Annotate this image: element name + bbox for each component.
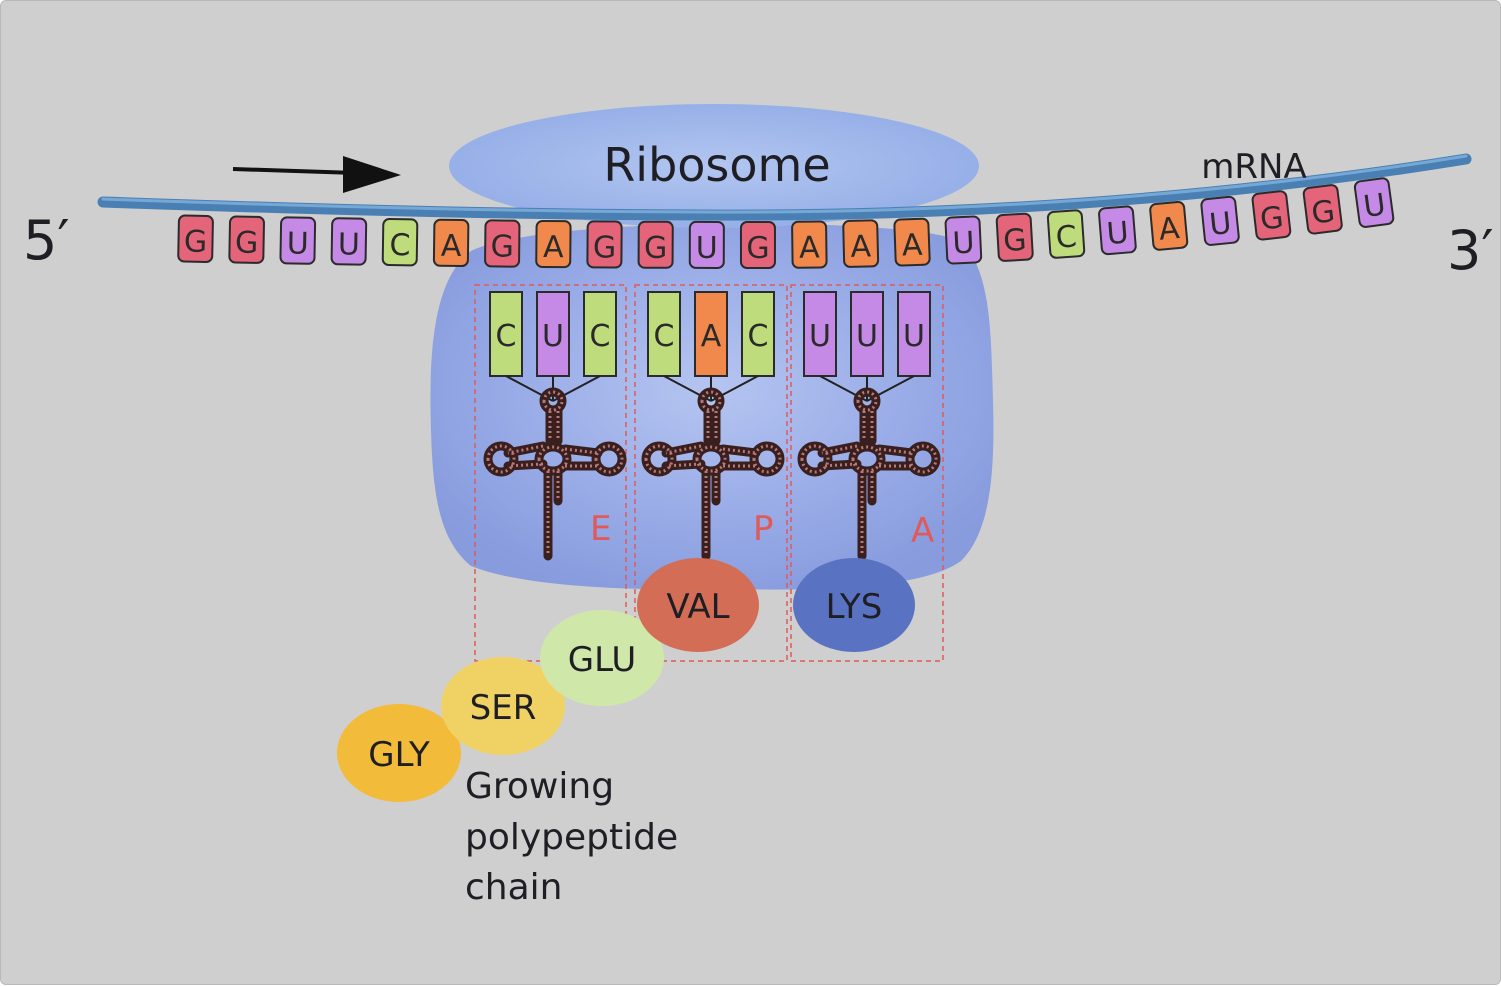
five-prime-label: 5′ [23,209,70,272]
mrna-base-20: A [1149,200,1189,251]
mrna-base-letter: G [746,231,769,266]
chain-label-line-2: polypeptide [465,817,678,858]
site-boxes [474,284,944,662]
mrna-base-22: G [1251,190,1292,241]
e-site-box [474,284,627,662]
amino-acid-label: GLY [368,735,430,775]
mrna-strand [97,153,1472,221]
mrna-base-5: C [381,218,419,267]
mrna-base-letter: G [644,231,667,266]
amino-acid-gly: GLY [337,704,461,802]
mrna-base-3: U [279,216,317,265]
mrna-base-letter: G [490,229,514,264]
mrna-base-letter: U [1105,215,1130,252]
mrna-base-9: G [586,220,623,269]
anticodon-letter: U [542,319,564,354]
mrna-base-24: U [1353,177,1395,228]
amino-acid-label: VAL [666,587,729,627]
mrna-base-2: G [228,215,265,264]
mrna-base-13: A [791,220,828,269]
mrna-base-letter: A [543,230,564,265]
chain-label-line-1: Growing [465,766,614,807]
amino-acid-lys: LYS [793,558,915,652]
right-arrow-icon [232,156,401,193]
mrna-base-18: C [1046,209,1086,259]
mrna-base-10: G [637,220,674,269]
chain-label-line-3: chain [465,867,563,908]
mrna-base-letter: G [235,225,259,260]
mrna-base-letter: G [1258,200,1285,237]
mrna-base-letter: C [1055,219,1078,255]
mrna-base-letter: C [389,228,410,263]
mrna-base-letter: G [1002,223,1027,259]
amino-acid-label: SER [470,688,537,728]
a-site-box [790,284,944,662]
mrna-base-7: G [484,219,521,268]
anticodon-letter: U [809,319,831,354]
mrna-label: mRNA [1201,147,1306,187]
mrna-base-letter: U [1208,206,1233,243]
mrna-base-letter: U [952,226,976,262]
mrna-base-8: A [535,219,572,269]
anticodon-letter: C [496,319,517,354]
anticodon-base [583,291,617,377]
three-prime-label: 3′ [1447,219,1494,282]
amino-acid-glu: GLU [540,610,664,706]
p-site-box [634,284,788,662]
anticodon-letter: U [856,319,878,354]
mrna-base-12: G [739,220,776,270]
amino-acid-val: VAL [637,558,759,652]
mrna-base-4: U [330,217,368,266]
mrna-base-23: G [1302,184,1343,235]
amino-acid-chain: GLY SER GLU VAL LYS [337,558,915,802]
mrna-base-letter: G [184,225,208,260]
anticodon-letter: C [748,319,769,354]
mrna-base-19: U [1098,205,1137,256]
amino-acid-label: LYS [826,587,883,627]
mrna-base-letter: G [1309,194,1336,232]
mrna-base-letter: G [593,230,616,265]
mrna-base-letter: U [1361,187,1387,225]
site-label-a: A [911,511,934,551]
mrna-base-1: G [177,214,214,263]
mrna-base-15: A [893,217,931,267]
anticodon-letter: U [903,319,925,354]
mrna-base-letter: A [1157,211,1181,248]
mrna-base-letter: A [441,229,462,264]
mrna-base-letter: U [286,226,309,261]
anticodon-base [897,291,931,377]
mrna-base-letter: A [850,229,872,265]
mrna-base-letter: U [696,231,718,266]
mrna-base-16: U [944,215,983,265]
site-label-e: E [590,509,611,549]
mrna-base-letter: A [901,228,923,264]
site-label-p: P [753,509,774,549]
ribosome-label: Ribosome [603,138,830,192]
mrna-base-letter: A [799,230,820,265]
mrna-base-6: A [432,218,470,268]
anticodon-base [647,291,681,377]
mrna-base-letter: U [338,227,361,262]
amino-acid-ser: SER [441,657,565,755]
anticodon-base [694,291,728,377]
amino-acid-label: GLU [568,640,636,680]
anticodon-letter: C [654,319,675,354]
mrna-base-17: G [995,212,1034,262]
mrna-base-14: A [842,219,880,268]
mrna-base-21: U [1200,195,1240,246]
ribosome-small-subunit [449,104,979,228]
anticodon-letter: C [590,319,611,354]
anticodon-letter: A [701,319,722,354]
mrna-base-11: U [688,220,725,269]
